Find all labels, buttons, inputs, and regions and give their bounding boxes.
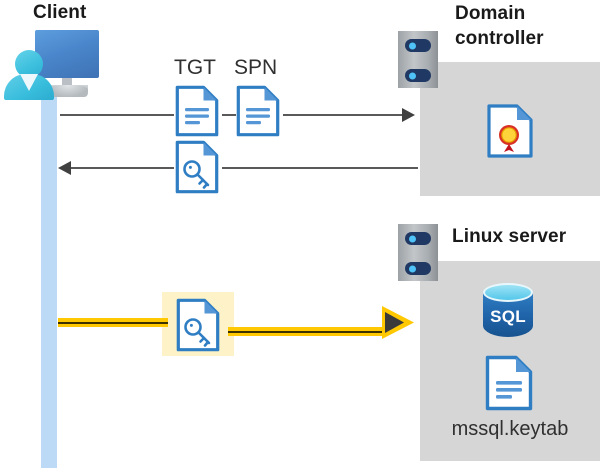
database-top-ellipse [483,283,533,302]
client-icon-group [4,28,100,100]
service-ticket-line-left [58,318,168,327]
keytab-document-icon [485,355,533,411]
server-led-bar [405,39,431,52]
linux-server-server-icon [398,224,438,281]
monitor-screen [35,30,99,78]
ticket-document-key-icon [175,140,219,194]
keytab-filename-label: mssql.keytab [451,418,569,440]
sql-database-icon: SQL [481,283,535,339]
monitor-base [48,85,88,97]
server-led-bar [405,262,431,275]
service-ticket-line-right [228,327,386,336]
domain-controller-label-line1: Domain [455,3,526,24]
tgt-label: TGT [174,56,216,79]
request-flow-line-middle [222,114,236,116]
server-led-bar [405,232,431,245]
user-collar-icon [20,74,38,91]
ticket-flow-line-left [71,167,174,169]
ticket-flow-line-right [222,167,418,169]
request-flow-line-right [283,114,402,116]
tgt-document-icon [175,85,219,137]
monitor-neck [62,78,72,87]
user-head-icon [15,50,43,78]
request-flow-line-left [60,114,174,116]
ticket-flow-arrowhead [58,161,71,175]
database-caption: SQL [490,307,526,326]
spn-document-icon [236,85,280,137]
linux-server-label: Linux server [452,226,567,247]
spn-label: SPN [234,56,278,79]
request-flow-arrowhead [402,108,415,122]
client-lifeline [41,86,57,468]
certificate-document-icon [487,104,533,158]
client-label: Client [33,2,87,23]
service-ticket-arrowhead [382,306,414,339]
domain-controller-server-icon [398,31,438,88]
service-ticket-document-key-icon [176,298,220,352]
server-led-bar [405,69,431,82]
domain-controller-label-line2: controller [455,28,544,49]
